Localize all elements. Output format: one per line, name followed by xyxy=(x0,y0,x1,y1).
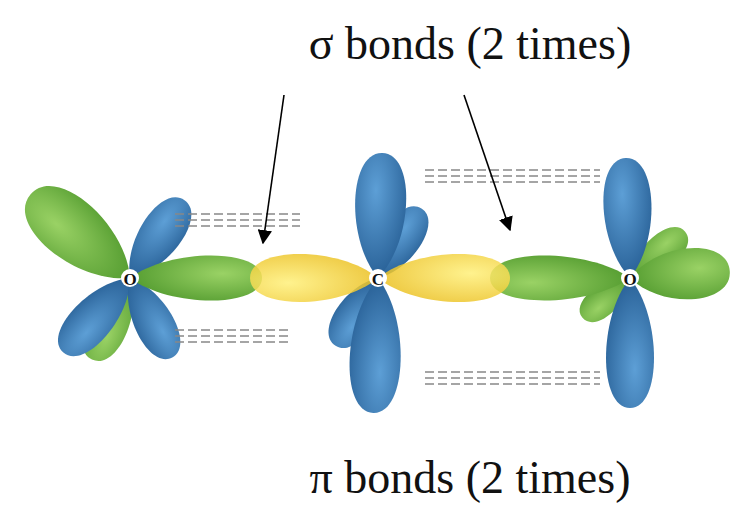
atom-label: O xyxy=(623,271,636,288)
orbital-lobe xyxy=(378,254,510,302)
atom-label: C xyxy=(372,271,384,288)
atom-label: O xyxy=(123,271,136,288)
sigma-bond-label: σ bonds (2 times) xyxy=(309,21,632,67)
orbital-lobe xyxy=(628,246,731,304)
orbital-lobe xyxy=(490,256,630,301)
nuclei xyxy=(121,269,639,287)
pi-overlap-dashes xyxy=(175,170,600,384)
orbital-lobe xyxy=(348,277,404,414)
orbital-lobe xyxy=(11,171,149,301)
pi-bond-label: π bonds (2 times) xyxy=(310,455,631,501)
leader-arrows xyxy=(263,95,510,243)
orbital-lobes xyxy=(11,152,731,414)
orbital-lobe xyxy=(130,256,262,301)
orbital-lobe xyxy=(602,157,654,279)
orbital-lobe xyxy=(250,254,378,302)
orbital-lobe xyxy=(353,152,408,279)
orbital-lobe xyxy=(606,278,654,408)
